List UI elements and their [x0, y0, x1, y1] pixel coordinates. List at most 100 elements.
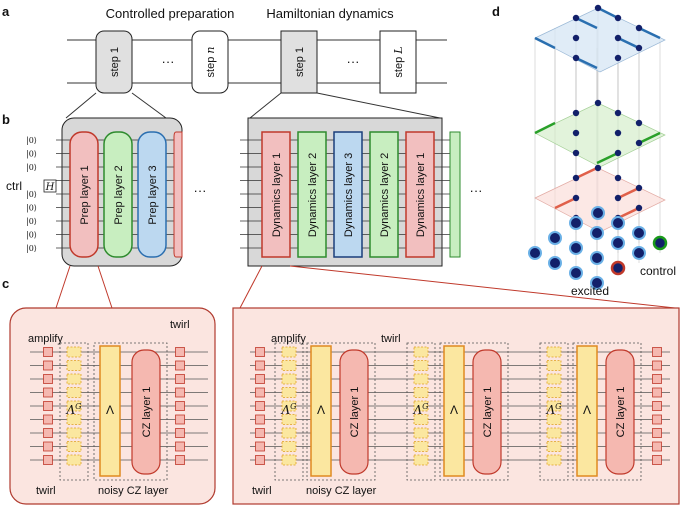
lattice-node: [594, 164, 602, 172]
amplify-gate: [546, 454, 562, 466]
amplify-gate: [66, 454, 82, 466]
step-box-dyn-L: [379, 30, 417, 94]
ellipsis-b2: ···: [470, 183, 483, 198]
lattice-plane: [534, 102, 666, 168]
cz-layer-block: [605, 349, 635, 475]
lambda-label: Λ: [450, 403, 458, 417]
amplify-gate: [413, 400, 429, 412]
twirl-gate: [652, 441, 662, 452]
lattice-node: [614, 54, 622, 62]
amplify-gate: [546, 441, 562, 452]
lattice-node: [572, 34, 580, 42]
prep-layer-1: [69, 131, 99, 258]
ket-zero: |0⟩: [26, 150, 37, 159]
prep-layer-2: [103, 131, 133, 258]
lambda-noise-block: [443, 345, 465, 477]
twirl-gate: [175, 387, 185, 398]
amplify-gate: [281, 387, 297, 398]
prep-layer-1-label: Prep layer 1: [79, 165, 91, 224]
lambda-noise-block: [576, 345, 598, 477]
amplify-gate: [66, 427, 82, 439]
step-box-prep-n: [191, 30, 229, 94]
lambda-noise-block: [310, 345, 332, 477]
twirl-gate: [175, 414, 185, 425]
excited-label: excited: [571, 284, 609, 298]
lambda-noise-block: [99, 345, 121, 477]
amplify-gate: [66, 373, 82, 385]
amplify-gate: [281, 346, 297, 358]
twirl-gate: [652, 387, 662, 398]
amplify-gate: [413, 373, 429, 385]
prep-layer-2-label: Prep layer 2: [113, 165, 125, 224]
amplify-gate: [66, 346, 82, 358]
amplify-gate: [281, 360, 297, 371]
qubit-node: [548, 231, 562, 245]
dynamics-layer-3-label: Dynamics layer 3: [343, 153, 355, 237]
dynamics-layer-1a-label: Dynamics layer 1: [271, 153, 283, 237]
lattice-node: [614, 109, 622, 117]
lambda-label: Λ: [106, 403, 114, 417]
dynamics-layer-1b: [405, 131, 435, 258]
zoom-line-c-left-a: [55, 265, 71, 309]
step-box-prep-1: [95, 30, 133, 94]
amplify-gate: [281, 441, 297, 452]
lattice-node: [635, 139, 643, 147]
amplify-label-right: amplify: [271, 333, 306, 345]
twirl-gate: [175, 441, 185, 452]
dynamics-layer-2a-label: Dynamics layer 2: [307, 153, 319, 237]
qubit-node: [611, 216, 625, 230]
dashed-group-box: [572, 342, 642, 481]
amplify-gate: [546, 400, 562, 412]
amplify-gate: [281, 414, 297, 425]
twirl-label-left-top: twirl: [170, 319, 190, 331]
twirl-gate: [255, 374, 265, 384]
twirl-gate: [43, 455, 53, 465]
step-label-dyn-1: step 1: [294, 47, 306, 77]
noisy-cz-label-right: noisy CZ layer: [306, 485, 377, 497]
panel-b: b |0⟩|0⟩|0⟩|0⟩|0⟩|0⟩|0⟩|0⟩ ctrl H Prep l…: [2, 112, 676, 309]
amplify-gate: [546, 346, 562, 358]
amplify-gate: [413, 387, 429, 398]
lambda-label: Λ: [583, 403, 591, 417]
amplify-gate: [546, 360, 562, 371]
panel-letter-d: d: [492, 4, 500, 19]
cz-layer-label: CZ layer 1: [141, 387, 153, 438]
noisy-cz-label-left: noisy CZ layer: [98, 485, 169, 497]
twirl-gate: [255, 455, 265, 465]
lattice-node: [635, 44, 643, 52]
lattice-edge-blue: [575, 16, 598, 30]
lattice-node: [635, 204, 643, 212]
qubit-node: [652, 235, 668, 251]
lattice-edge-blue: [534, 36, 556, 50]
dashed-group-box: [59, 342, 89, 481]
amplify-gate: [66, 400, 82, 412]
qubit-node: [591, 206, 605, 220]
lattice-plane: [534, 167, 666, 233]
ellipsis-b1: ···: [194, 183, 207, 198]
amplify-gate: [413, 441, 429, 452]
cz-layer-block: [339, 349, 369, 475]
amplify-gate: [546, 427, 562, 439]
lattice-node: [614, 34, 622, 42]
panel-d: d control excited: [492, 4, 676, 298]
twirl-label-right-bottom: twirl: [252, 485, 272, 497]
twirl-gate: [652, 414, 662, 425]
qubit-node: [569, 216, 583, 230]
lattice-edge-green: [596, 151, 619, 165]
ket-zero: |0⟩: [26, 163, 37, 172]
twirl-gate: [175, 428, 185, 438]
qubit-node: [632, 246, 646, 260]
qubit-node: [569, 241, 583, 255]
qubit-node: [632, 226, 646, 240]
twirl-gate: [175, 360, 185, 371]
amplify-gate: [66, 387, 82, 398]
lattice-node: [572, 194, 580, 202]
lattice-edge-green: [638, 131, 661, 145]
amplify-gate: [413, 454, 429, 466]
ket-zero: |0⟩: [26, 136, 37, 145]
panel-letter-a: a: [2, 4, 10, 19]
dynamics-layer-next-partial: [449, 131, 461, 258]
dashed-group-box: [306, 342, 376, 481]
